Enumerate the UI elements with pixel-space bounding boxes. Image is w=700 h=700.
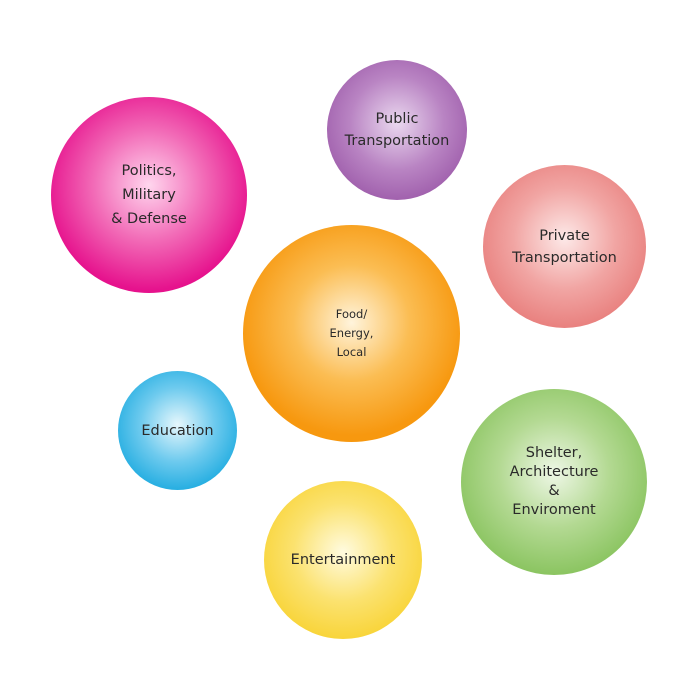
bubble-shelter-line-2: Architecture: [509, 464, 599, 480]
bubble-food-line-3: Local: [336, 345, 367, 359]
bubble-entertainment: Entertainment: [264, 481, 422, 639]
bubble-food-line-1: Food/: [335, 307, 368, 321]
bubble-education-label: Education: [141, 420, 213, 442]
bubble-public-transportation-label: Public Transportation: [345, 108, 450, 152]
bubble-shelter-line-3: &: [548, 483, 560, 499]
bubble-entertainment-label: Entertainment: [291, 549, 396, 571]
bubble-private-transportation-label: Private Transportation: [512, 225, 617, 269]
bubble-private-transportation-line-2: Transportation: [512, 249, 617, 266]
bubble-politics: Politics, Military & Defense: [51, 97, 247, 293]
bubble-food-line-2: Energy,: [329, 326, 374, 340]
bubble-politics-line-2: Military: [122, 187, 176, 203]
bubble-education-line-1: Education: [141, 422, 214, 439]
bubble-politics-line-3: & Defense: [111, 211, 187, 227]
bubble-shelter-label: Shelter, Architecture & Enviroment: [510, 444, 599, 520]
bubble-politics-label: Politics, Military & Defense: [111, 159, 187, 231]
bubble-shelter-line-4: Enviroment: [512, 502, 596, 518]
bubble-food-energy-local-label: Food/ Energy, Local: [330, 305, 374, 362]
bubble-shelter: Shelter, Architecture & Enviroment: [461, 389, 647, 575]
bubble-private-transportation-line-1: Private: [539, 227, 590, 244]
bubble-private-transportation: Private Transportation: [483, 165, 646, 328]
bubble-public-transportation-line-2: Transportation: [344, 133, 450, 149]
bubble-public-transportation-line-1: Public: [375, 111, 419, 127]
bubble-food-energy-local: Food/ Energy, Local: [243, 225, 460, 442]
bubble-politics-line-1: Politics,: [121, 163, 177, 179]
bubble-education: Education: [118, 371, 237, 490]
bubble-public-transportation: Public Transportation: [327, 60, 467, 200]
bubble-shelter-line-1: Shelter,: [525, 445, 583, 461]
bubble-entertainment-line-1: Entertainment: [290, 552, 396, 568]
